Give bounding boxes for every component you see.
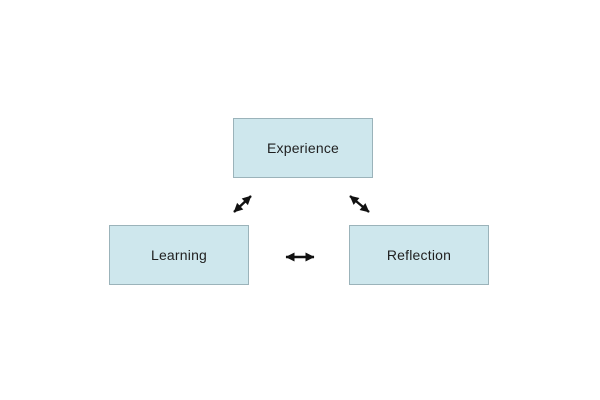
node-learning: Learning (109, 225, 249, 285)
node-experience: Experience (233, 118, 373, 178)
arrow-learning-experience (233, 195, 252, 213)
node-reflection-label: Reflection (386, 247, 452, 263)
node-experience-label: Experience (266, 140, 340, 156)
node-reflection: Reflection (349, 225, 489, 285)
node-learning-label: Learning (150, 247, 208, 263)
arrow-experience-reflection (349, 195, 370, 213)
